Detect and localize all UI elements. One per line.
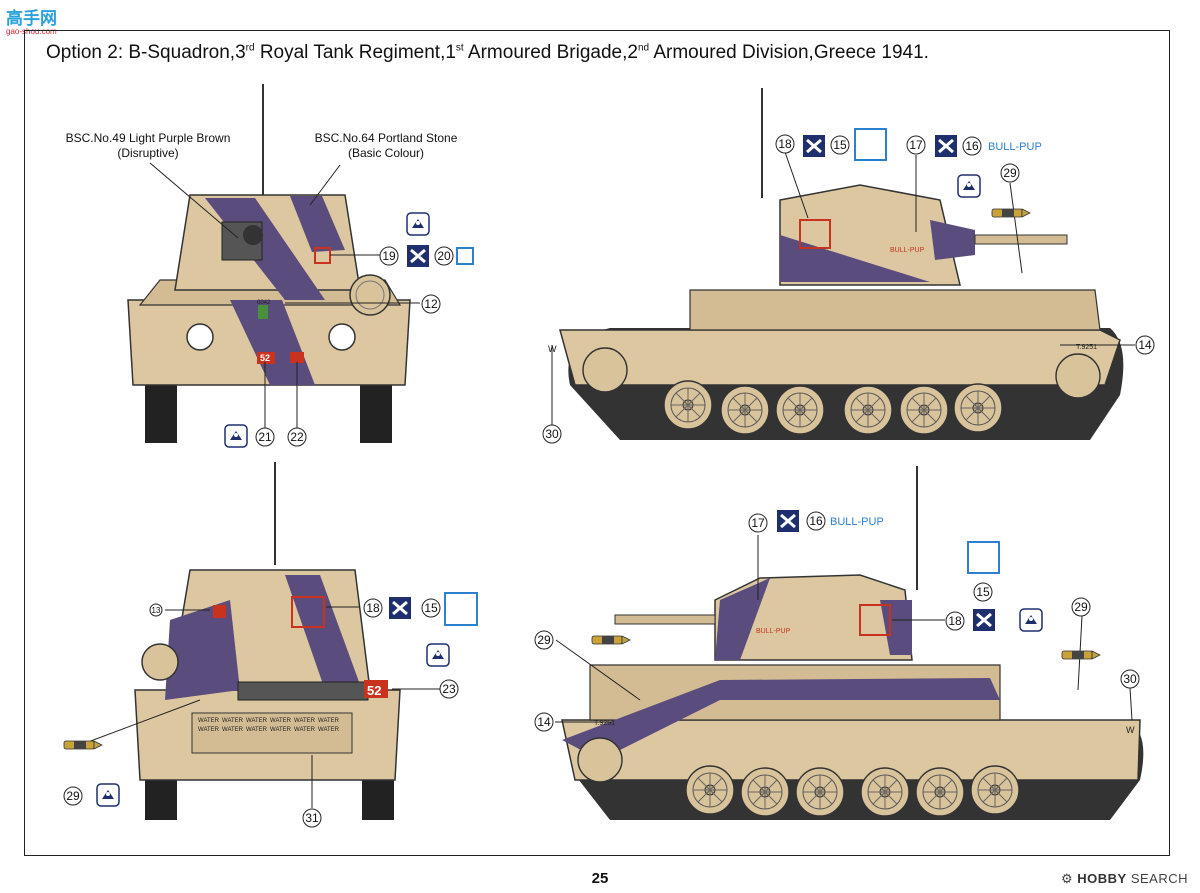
decal-14-a: 14 <box>1138 338 1152 352</box>
decal-14-b: 14 <box>537 715 551 729</box>
decal-31: 31 <box>305 811 319 825</box>
callout-portland-stone: BSC.No.64 Portland Stone (Basic Colour) <box>314 131 458 160</box>
page-number: 25 <box>591 870 609 887</box>
decal-18-c: 18 <box>948 614 962 628</box>
w-mark-left: W <box>548 344 557 354</box>
svg-text:WATER: WATER <box>318 718 340 724</box>
tank-right-side-view <box>561 466 1144 820</box>
bull-pup-label-bottom: BULL-PUP <box>830 516 884 528</box>
decal-18-b: 18 <box>366 601 380 615</box>
decal-16-a: 16 <box>965 139 979 153</box>
svg-text:WATER: WATER <box>270 718 292 724</box>
decal-16-b: 16 <box>809 514 823 528</box>
tank-rear-view <box>134 462 401 820</box>
svg-text:WATER: WATER <box>198 727 220 733</box>
callout-purple-brown: BSC.No.49 Light Purple Brown (Disruptive… <box>65 131 231 160</box>
decal-13: 13 <box>152 606 161 615</box>
svg-text:WATER: WATER <box>246 718 268 724</box>
decal-number-circles: 12 13 14 14 15 15 15 16 16 17 17 18 18 1… <box>63 134 1155 828</box>
decal-17-a: 17 <box>909 138 923 152</box>
hobby-search-logo: ⚙ HOBBY SEARCH <box>1060 871 1188 886</box>
plate-52-front: 52 <box>260 353 270 363</box>
decal-20: 20 <box>437 249 451 263</box>
plate-0042: 0042 <box>257 300 271 306</box>
decal-21: 21 <box>258 430 272 444</box>
decal-29-d: 29 <box>1074 600 1088 614</box>
decal-15-a: 15 <box>833 138 847 152</box>
svg-text:WATER: WATER <box>294 718 316 724</box>
w-mark-right: W <box>1126 725 1135 735</box>
decal-29-c: 29 <box>537 633 551 647</box>
tank-number-right: T.9251 <box>594 720 615 727</box>
decal-30-b: 30 <box>1123 672 1137 686</box>
svg-text:WATER: WATER <box>246 727 268 733</box>
svg-text:WATER: WATER <box>294 727 316 733</box>
page-title: Option 2: B-Squadron,3rd Royal Tank Regi… <box>46 42 929 63</box>
decal-12: 12 <box>424 297 438 311</box>
bull-pup-turret-right: BULL-PUP <box>756 628 791 635</box>
bull-pup-turret-left: BULL-PUP <box>890 247 925 254</box>
logo-url: gao-shou.com <box>6 27 57 36</box>
gear-icon: ⚙ <box>1060 871 1074 886</box>
svg-text:WATER: WATER <box>270 727 292 733</box>
decal-23: 23 <box>442 682 456 696</box>
water-labels: WATER WATER WATER WATER WATER WATER WATE… <box>198 718 340 733</box>
decal-22: 22 <box>290 430 304 444</box>
svg-text:WATER: WATER <box>222 718 244 724</box>
svg-text:WATER: WATER <box>222 727 244 733</box>
decal-15-b: 15 <box>424 601 438 615</box>
decal-18-a: 18 <box>778 137 792 151</box>
page-frame <box>24 30 1170 856</box>
bull-pup-label-top: BULL-PUP <box>988 141 1042 153</box>
decal-19: 19 <box>382 249 396 263</box>
site-logo: 高手网 gao-shou.com <box>6 4 76 36</box>
decal-29-b: 29 <box>66 789 80 803</box>
plate-52-rear: 52 <box>367 683 381 698</box>
decal-17-b: 17 <box>751 516 765 530</box>
logo-text: 高手网 <box>6 9 57 28</box>
decal-30-a: 30 <box>545 427 559 441</box>
svg-text:WATER: WATER <box>198 718 220 724</box>
svg-text:WATER: WATER <box>318 727 340 733</box>
decal-29-a: 29 <box>1003 166 1017 180</box>
tank-front-view <box>127 84 411 443</box>
tank-number-left: T.9251 <box>1076 344 1097 351</box>
decal-15-c: 15 <box>976 585 990 599</box>
tank-left-side-view <box>559 88 1124 440</box>
